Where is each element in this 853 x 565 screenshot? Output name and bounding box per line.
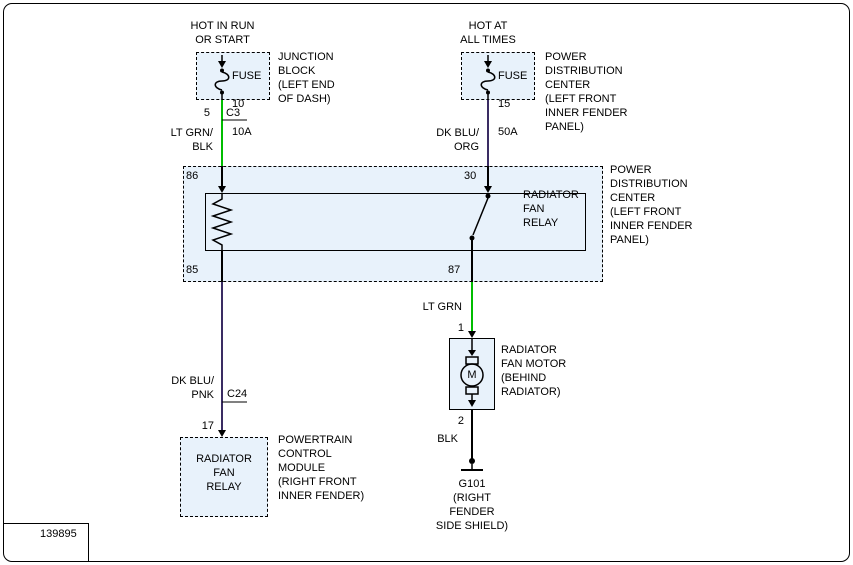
arrowhead-down-icon xyxy=(484,61,492,68)
connector-label: C24 xyxy=(227,388,248,400)
fuse-name: FUSE xyxy=(498,70,528,82)
fuse-element xyxy=(214,71,230,91)
relay-coil-symbol xyxy=(210,166,234,282)
pcm-box xyxy=(180,437,268,517)
pdc-fuse-label: FUSE 15 50A xyxy=(498,55,527,153)
fuse-symbol xyxy=(214,55,230,100)
wire-color-label: LT GRN/ BLK xyxy=(170,127,213,153)
wire-color-label: BLK xyxy=(437,433,458,445)
wire-color-label: DK BLU/ ORG xyxy=(436,127,479,153)
pin-label: 86 xyxy=(186,170,199,182)
fuse-terminal xyxy=(220,90,224,95)
relay-inner-box xyxy=(205,193,586,251)
pin-label: 17 xyxy=(201,420,214,432)
pin-label: 87 xyxy=(448,264,461,276)
ground-label: G101 (RIGHT FENDER SIDE SHIELD) xyxy=(435,478,509,532)
doc-number: 139895 xyxy=(40,528,77,540)
component-label-fan-motor: RADIATOR FAN MOTOR (BEHIND RADIATOR) xyxy=(501,344,567,398)
arrowhead-down-icon xyxy=(218,61,226,68)
pin-label: 85 xyxy=(186,264,199,276)
component-label-junction-block: JUNCTION BLOCK (LEFT END OF DASH) xyxy=(278,51,335,105)
component-label-pdc-relay: POWER DISTRIBUTION CENTER (LEFT FRONT IN… xyxy=(610,164,693,246)
fuse-number: 10 xyxy=(232,98,245,110)
component-label-pdc-fuse: POWER DISTRIBUTION CENTER (LEFT FRONT IN… xyxy=(545,51,628,133)
arrowhead-down-icon xyxy=(218,430,226,437)
switch-arm xyxy=(472,197,489,236)
pdc-relay-box xyxy=(183,166,603,282)
fuse-symbol xyxy=(480,55,496,100)
fuse-element xyxy=(480,71,496,91)
pin-label: 1 xyxy=(457,322,464,334)
arrowhead-down-icon xyxy=(484,186,492,193)
pdc-fuse-box xyxy=(461,52,535,100)
power-source-label: HOT AT ALL TIMES xyxy=(460,20,516,46)
arrowhead-down-icon xyxy=(468,400,476,407)
relay-switch-symbol xyxy=(469,166,492,282)
relay-name-label: RADIATOR FAN RELAY xyxy=(523,189,579,229)
fuse-rating: 50A xyxy=(498,126,518,138)
junction-block-box xyxy=(196,52,270,100)
component-label-pcm: POWERTRAIN CONTROL MODULE (RIGHT FRONT I… xyxy=(278,434,365,502)
motor-brush xyxy=(465,386,479,395)
arrowhead-down-icon xyxy=(468,331,476,338)
motor-symbol xyxy=(460,338,484,407)
doc-number-cell xyxy=(3,523,89,562)
fuse-name: FUSE xyxy=(232,70,262,82)
diagram-border xyxy=(3,3,850,562)
fuse-number: 15 xyxy=(498,98,511,110)
motor-circle xyxy=(460,363,484,387)
wire-color-label: DK BLU/ PNK xyxy=(171,375,214,401)
junction-fuse-label: FUSE 10 10A xyxy=(232,55,261,153)
fuse-rating: 10A xyxy=(232,126,252,138)
connector-label: C3 xyxy=(226,107,241,119)
ground-dot xyxy=(469,458,475,464)
motor-m-label: M xyxy=(467,369,477,381)
power-source-label: HOT IN RUN OR START xyxy=(190,20,255,46)
ground-symbol xyxy=(461,458,483,471)
fuse-terminal xyxy=(486,90,490,95)
wire-color-label: LT GRN xyxy=(422,301,462,313)
arrowhead-down-icon xyxy=(468,350,476,356)
pin-label: 5 xyxy=(203,107,210,119)
pcm-internal-label: RADIATOR FAN RELAY xyxy=(196,453,252,493)
pin-label: 2 xyxy=(457,415,464,427)
pin-label: 30 xyxy=(464,170,477,182)
coil-zigzag xyxy=(210,193,234,251)
arrowhead-down-icon xyxy=(218,186,226,193)
switch-contact xyxy=(485,193,491,199)
motor-brush xyxy=(465,356,479,365)
switch-contact xyxy=(469,235,475,241)
